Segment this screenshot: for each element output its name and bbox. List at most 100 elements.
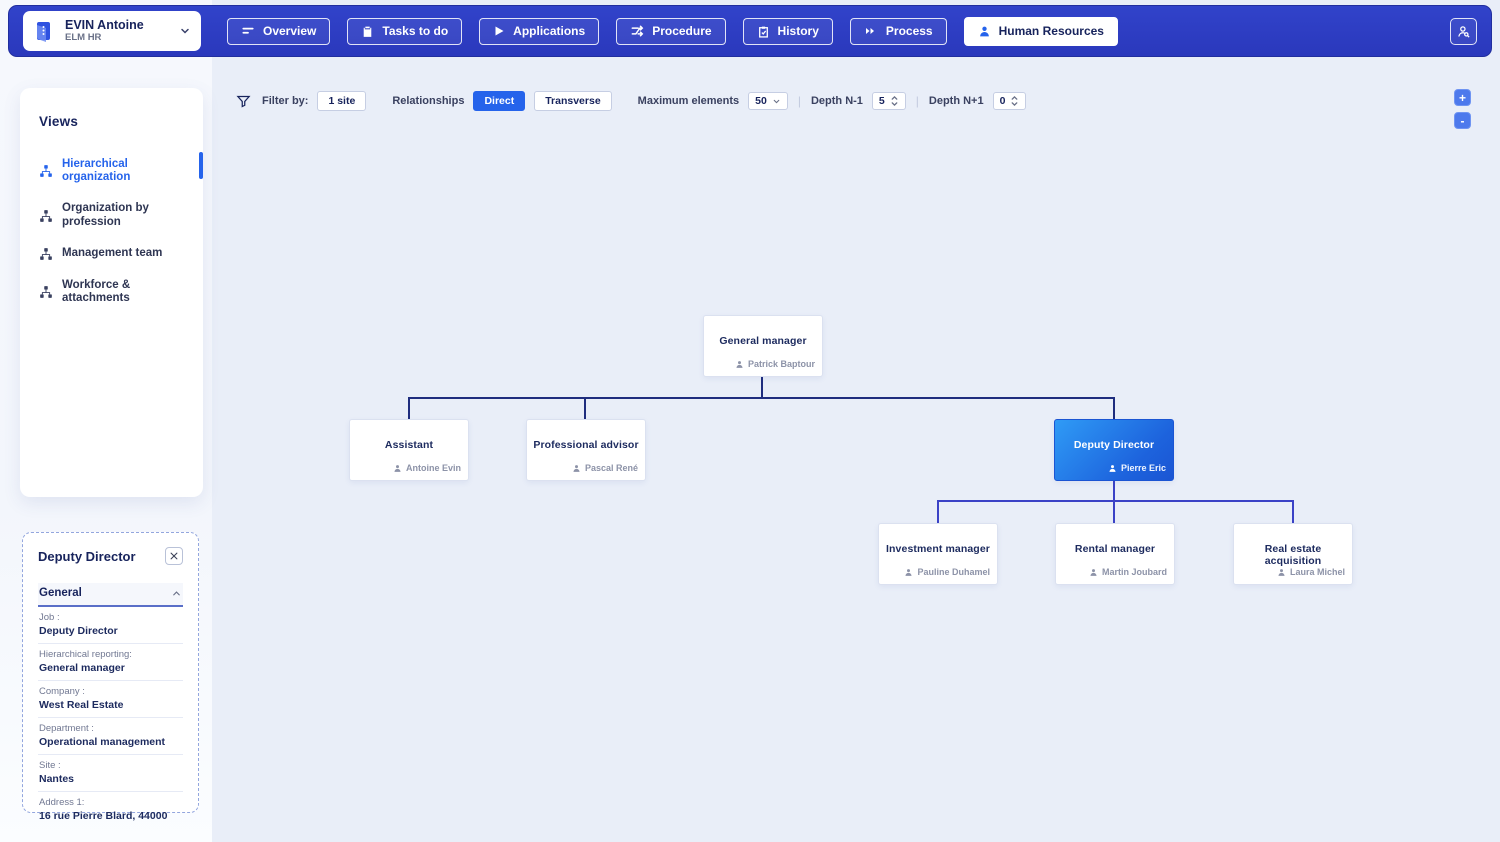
details-panel-title: Deputy Director [38, 548, 136, 564]
sidebar-item-workforce-attachments[interactable]: Workforce & attachments [20, 270, 203, 314]
tab-label: Overview [263, 24, 317, 38]
clipboard-check-icon [757, 25, 770, 38]
field-value: 16 rue Pierre Blard, 44000 [39, 810, 168, 822]
node-person: Pascal René [572, 463, 638, 473]
org-node-assistant[interactable]: Assistant Antoine Evin [349, 419, 469, 481]
field-job: Job : Deputy Director [38, 607, 183, 644]
node-title: Assistant [384, 439, 434, 451]
node-person: Pierre Eric [1108, 463, 1166, 473]
field-label: Hierarchical reporting: [39, 649, 132, 660]
node-title: General manager [719, 335, 807, 347]
node-person-name: Martin Joubard [1101, 567, 1167, 577]
depth-n1-stepper[interactable]: 5 [871, 92, 906, 110]
field-address: Address 1: 16 rue Pierre Blard, 44000 [38, 792, 183, 828]
tab-label: Human Resources [998, 24, 1104, 38]
node-title: Professional advisor [533, 439, 639, 451]
tab-tasks-to-do[interactable]: Tasks to do [347, 17, 463, 45]
stepper-arrows-icon [890, 95, 899, 107]
close-icon [169, 551, 179, 561]
connector-line [1113, 397, 1115, 419]
connector-line [1113, 500, 1115, 523]
org-node-investment-manager[interactable]: Investment manager Pauline Duhamel [878, 523, 998, 585]
overview-icon [241, 24, 255, 38]
field-label: Company : [39, 686, 85, 697]
transverse-toggle-button[interactable]: Transverse [534, 91, 612, 111]
workspace-subtitle: ELM HR [65, 31, 102, 43]
tab-applications[interactable]: Applications [479, 17, 600, 45]
user-search-icon [1456, 24, 1471, 39]
node-title: Deputy Director [1073, 439, 1155, 451]
divider: | [915, 94, 919, 108]
person-icon [978, 25, 991, 38]
sidebar-item-label: Workforce & attachments [62, 278, 131, 305]
field-label: Job : [39, 612, 60, 623]
node-person-name: Pauline Duhamel [917, 567, 990, 577]
depth-n2-stepper[interactable]: 0 [992, 92, 1027, 110]
connector-line [408, 397, 410, 419]
tab-label: Process [885, 24, 933, 38]
workspace-switcher[interactable]: EVIN Antoine ELM HR [23, 11, 201, 51]
max-elements-select[interactable]: 50 [748, 92, 788, 110]
filter-toolbar: Filter by: 1 site Relationships Direct T… [236, 89, 1027, 113]
field-label: Department : [39, 723, 94, 734]
node-title: Rental manager [1074, 543, 1156, 555]
tab-procedure[interactable]: Procedure [616, 17, 726, 45]
site-filter-button[interactable]: 1 site [317, 91, 367, 111]
sidebar-item-organization-by-profession[interactable]: Organization by profession [20, 193, 203, 237]
tab-history[interactable]: History [742, 17, 833, 45]
sidebar-item-label: Management team [62, 247, 163, 260]
field-value: Deputy Director [39, 625, 118, 637]
tab-label: History [777, 24, 819, 38]
filter-funnel-icon [236, 94, 251, 109]
person-icon [904, 568, 913, 577]
person-icon [1277, 568, 1286, 577]
field-value: Operational management [39, 736, 166, 748]
field-label: Site : [39, 760, 61, 771]
node-person: Antoine Evin [393, 463, 461, 473]
node-person: Patrick Baptour [735, 359, 815, 369]
tab-process[interactable]: Process [849, 17, 947, 45]
workspace-name: EVIN Antoine [65, 18, 144, 33]
views-sidebar: Views Hierarchical organization Organiza… [20, 88, 203, 497]
connector-line [937, 500, 1294, 502]
node-person: Pauline Duhamel [904, 567, 990, 577]
user-search-button[interactable] [1450, 17, 1477, 45]
chevron-up-icon [171, 588, 182, 599]
tab-human-resources[interactable]: Human Resources [963, 16, 1118, 46]
sidebar-item-management-team[interactable]: Management team [20, 238, 203, 270]
org-tree-icon [39, 285, 53, 299]
direct-toggle-button[interactable]: Direct [473, 91, 526, 111]
chevron-down-icon [179, 25, 191, 37]
org-node-general-manager[interactable]: General manager Patrick Baptour [703, 315, 823, 377]
zoom-out-button[interactable]: - [1454, 112, 1471, 129]
org-tree-icon [39, 247, 53, 261]
close-button[interactable] [165, 547, 183, 565]
main-nav: Overview Tasks to do Applications Proced… [227, 16, 1438, 46]
sidebar-item-hierarchical-organization[interactable]: Hierarchical organization [20, 149, 203, 193]
zoom-in-button[interactable]: + [1454, 89, 1471, 106]
depth-n1-value: 5 [878, 95, 885, 107]
double-chevron-icon [864, 25, 878, 37]
field-company: Company : West Real Estate [38, 681, 183, 718]
field-label: Address 1: [39, 797, 85, 808]
connector-line [584, 397, 586, 419]
node-person: Laura Michel [1277, 567, 1345, 577]
org-node-deputy-director[interactable]: Deputy Director Pierre Eric [1054, 419, 1174, 481]
tab-overview[interactable]: Overview [227, 17, 331, 45]
sidebar-title: Views [39, 114, 79, 129]
depth-n1-label: Depth N-1 [810, 95, 863, 107]
person-icon [572, 464, 581, 473]
org-node-professional-advisor[interactable]: Professional advisor Pascal René [526, 419, 646, 481]
node-title: Real estate acquisition [1264, 543, 1322, 567]
flow-icon [630, 24, 644, 38]
general-section-header[interactable]: General [38, 583, 183, 607]
org-node-real-estate-acquisition[interactable]: Real estate acquisition Laura Michel [1233, 523, 1353, 585]
chevron-down-icon [772, 97, 781, 106]
tab-label: Procedure [652, 24, 712, 38]
person-icon [735, 360, 744, 369]
sidebar-item-label: Hierarchical organization [62, 158, 131, 184]
person-icon [1089, 568, 1098, 577]
tab-label: Applications [513, 24, 586, 38]
org-node-rental-manager[interactable]: Rental manager Martin Joubard [1055, 523, 1175, 585]
